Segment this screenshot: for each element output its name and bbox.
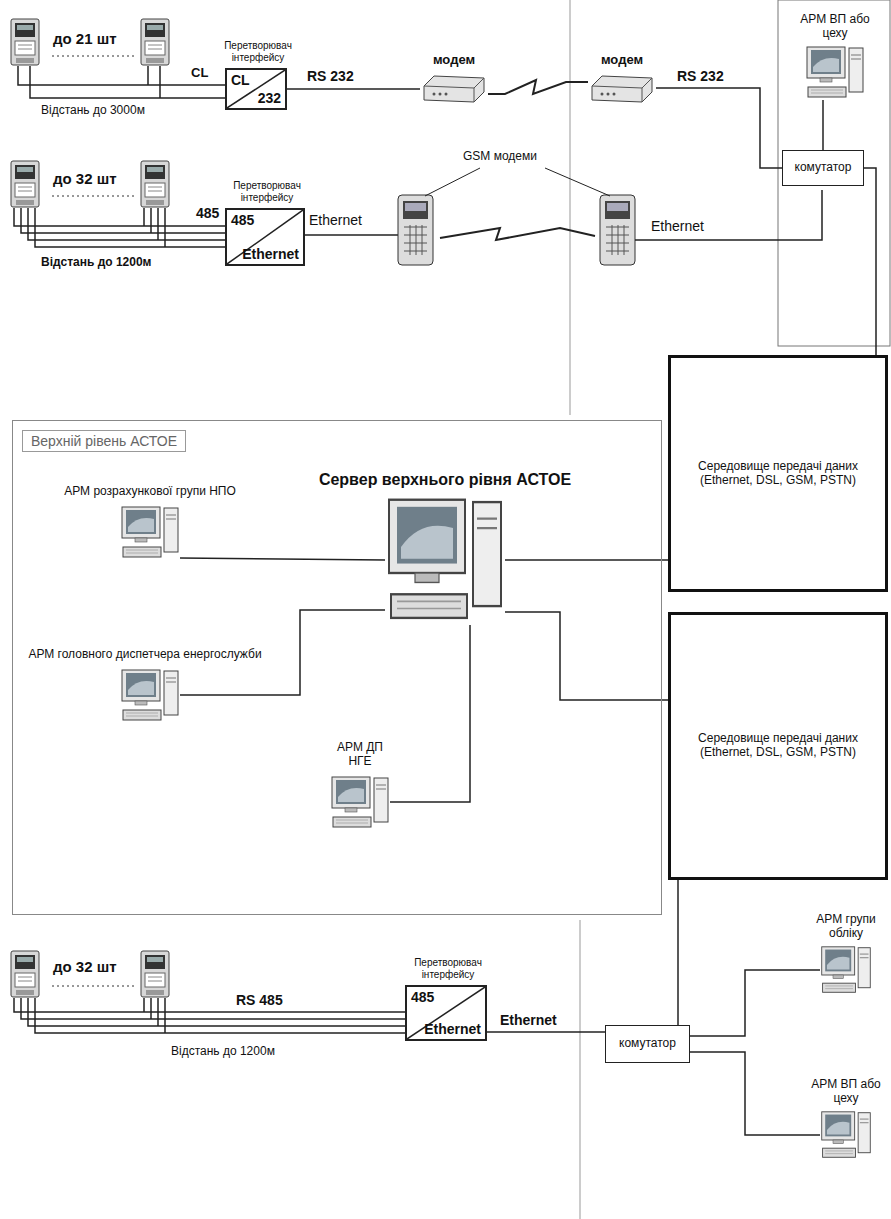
connector-line bbox=[180, 558, 385, 560]
interface-converter: Перетворювач інтерфейсуCL232 bbox=[225, 68, 287, 110]
connector-line bbox=[690, 1052, 820, 1135]
interface-name: Ethernet bbox=[650, 218, 705, 234]
node-label: модем bbox=[582, 53, 662, 68]
modem-symbol bbox=[420, 72, 488, 104]
workstation-icon: АРМ ВП або цеху bbox=[820, 1110, 872, 1160]
converter-heading: Перетворювач інтерфейсу bbox=[402, 957, 494, 980]
interface-name: CL bbox=[190, 66, 209, 81]
modem-icon: модем bbox=[588, 72, 656, 104]
server-icon: Сервер верхнього рівня АСТОЕ bbox=[385, 495, 505, 625]
node-label: комутатор bbox=[795, 161, 852, 175]
workstation-icon: АРМ ДП НГЕ bbox=[330, 775, 390, 830]
converter-heading: Перетворювач інтерфейсу bbox=[222, 180, 312, 203]
connector-line bbox=[864, 168, 876, 355]
interface-name: Ethernet bbox=[308, 212, 363, 228]
upper-level-region: Верхній рівень АСТОЕ Сервер верхнього рів… bbox=[12, 420, 662, 915]
device-count: до 21 шт bbox=[52, 30, 118, 47]
workstation-icon: АРМ ВП або цеху bbox=[805, 45, 865, 100]
node-label: Середовище передачі даних (Ethernet, DSL… bbox=[681, 732, 875, 760]
computer-symbol bbox=[120, 505, 180, 560]
region-title: Верхній рівень АСТОЕ bbox=[22, 430, 186, 452]
node-label: АРМ розрахункової групи НПО bbox=[40, 485, 260, 499]
node-label: модем bbox=[414, 53, 494, 68]
computer-symbol bbox=[120, 668, 180, 723]
connector-line bbox=[505, 559, 668, 561]
connector-line bbox=[488, 80, 588, 94]
node-label: комутатор bbox=[619, 1037, 676, 1051]
interface-in: CL bbox=[231, 72, 250, 88]
network-medium: Середовище передачі даних (Ethernet, DSL… bbox=[668, 612, 888, 880]
node-label: Середовище передачі даних (Ethernet, DSL… bbox=[681, 460, 875, 488]
connector-line bbox=[690, 970, 820, 1036]
interface-name: 485 bbox=[195, 205, 220, 221]
connector-line bbox=[287, 88, 420, 90]
node-label: Сервер верхнього рівня АСТОЕ bbox=[315, 471, 575, 489]
network-medium: Середовище передачі даних (Ethernet, DSL… bbox=[668, 355, 888, 592]
workstation-icon: АРМ розрахункової групи НПО bbox=[120, 505, 180, 560]
converter-heading: Перетворювач інтерфейсу bbox=[212, 40, 304, 63]
connector-line bbox=[487, 1031, 605, 1033]
device-caption: GSM модеми bbox=[462, 150, 538, 164]
interface-converter: Перетворювач інтерфейсу485Ethernet bbox=[405, 985, 487, 1041]
interface-name: RS 485 bbox=[235, 992, 284, 1008]
interface-in: 485 bbox=[231, 212, 254, 228]
computer-symbol bbox=[330, 775, 390, 830]
connector-label: RS 232 bbox=[675, 68, 726, 84]
interface-in: 485 bbox=[411, 989, 434, 1005]
distance-note: Відстань до 1200м bbox=[170, 1045, 276, 1059]
interface-out: Ethernet bbox=[242, 246, 299, 262]
connector-line bbox=[390, 625, 470, 802]
node-label: АРМ головного диспетчера енергослужби bbox=[15, 648, 275, 662]
connector-line bbox=[505, 612, 668, 700]
interface-out: 232 bbox=[258, 90, 281, 106]
workstation-icon: АРМ головного диспетчера енергослужби bbox=[120, 668, 180, 723]
device-count: до 32 шт bbox=[52, 958, 118, 975]
distance-note: Відстань до 3000м bbox=[40, 104, 146, 118]
connector-line bbox=[677, 880, 679, 1025]
computer-symbol bbox=[820, 1110, 872, 1160]
node-label: АРМ ВП або цеху bbox=[790, 13, 880, 41]
distance-note: Відстань до 1200м bbox=[40, 256, 153, 270]
connector-label: RS 232 bbox=[305, 68, 356, 84]
modem-symbol bbox=[588, 72, 656, 104]
connector-label: Ethernet bbox=[498, 1012, 559, 1028]
switch-box: комутатор bbox=[605, 1025, 690, 1063]
interface-out: Ethernet bbox=[424, 1021, 481, 1037]
modem-icon: модем bbox=[420, 72, 488, 104]
node-label: АРМ ВП або цеху bbox=[801, 1078, 891, 1106]
computer-symbol bbox=[820, 945, 872, 995]
interface-converter: Перетворювач інтерфейсу485Ethernet bbox=[225, 208, 305, 266]
computer-symbol bbox=[385, 495, 505, 625]
device-count: до 32 шт bbox=[52, 170, 118, 187]
connector-line bbox=[822, 100, 824, 150]
computer-symbol bbox=[805, 45, 865, 100]
node-label: АРМ ДП НГЕ bbox=[330, 741, 390, 769]
switch-box: комутатор bbox=[782, 150, 864, 186]
connector-line bbox=[656, 88, 782, 168]
node-label: АРМ групи обліку bbox=[801, 913, 891, 941]
workstation-icon: АРМ групи обліку bbox=[820, 945, 872, 995]
